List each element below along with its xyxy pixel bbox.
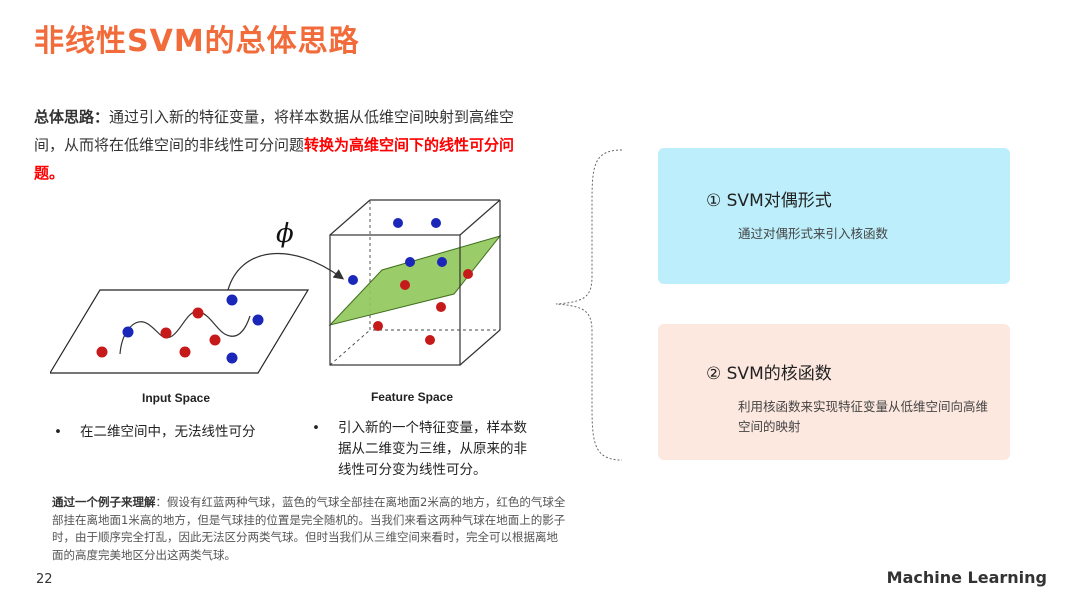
brand-label: Machine Learning xyxy=(886,568,1047,587)
blue-point xyxy=(431,218,441,228)
nonlinear-boundary xyxy=(119,311,251,355)
red-point xyxy=(160,327,172,339)
page-title: 非线性SVM的总体思路 xyxy=(34,24,360,59)
cube-edge xyxy=(329,329,371,366)
blue-point xyxy=(122,326,134,338)
input-space-label: Input Space xyxy=(142,391,210,405)
bullet-text: 在二维空间中，无法线性可分 xyxy=(80,424,256,440)
page-number: 22 xyxy=(36,572,53,587)
feature-space-label: Feature Space xyxy=(371,390,453,404)
cube-edge xyxy=(329,199,371,236)
card-svm-kernel: ② SVM的核函数 利用核函数来实现特征变量从低维空间向高维空间的映射 xyxy=(658,324,1010,460)
mapping-diagram: ϕ Input Space Feature Space xyxy=(50,199,502,405)
bullet-text: 引入新的一个特征变量，样本数据从二维变为三维，从原来的非线性可分变为线性可分。 xyxy=(338,420,527,478)
cube-edge xyxy=(459,199,501,236)
bullet-dot: • xyxy=(312,420,320,436)
red-point xyxy=(96,346,108,358)
example-paragraph: 通过一个例子来理解：假设有红蓝两种气球，蓝色的气球全部挂在离地面2米高的地方，红… xyxy=(52,494,567,564)
summary-highlight: 转换为高维空间下的线性可分问题。 xyxy=(34,136,515,182)
blue-point xyxy=(348,275,358,285)
blue-point xyxy=(393,218,403,228)
summary-text: 通过引入新的特征变量，将样本数据从低维空间映射到高维空间，从而将在低维空间的非线… xyxy=(34,108,515,154)
card-heading: ① SVM对偶形式 xyxy=(706,191,832,211)
blue-point xyxy=(437,257,447,267)
red-point xyxy=(179,346,191,358)
red-point xyxy=(400,280,410,290)
red-point xyxy=(425,335,435,345)
bullet-input-space: • 在二维空间中，无法线性可分 xyxy=(54,422,284,443)
curly-brace xyxy=(555,149,623,461)
blue-point xyxy=(252,314,264,326)
bullet-dot: • xyxy=(54,424,62,440)
blue-point xyxy=(226,294,238,306)
red-point xyxy=(463,269,473,279)
blue-point xyxy=(226,352,238,364)
phi-symbol: ϕ xyxy=(276,219,294,249)
red-point xyxy=(436,302,446,312)
cube-edge xyxy=(459,329,501,366)
red-point xyxy=(209,334,221,346)
summary-lead: 总体思路： xyxy=(34,108,110,126)
red-point xyxy=(373,321,383,331)
card-body: 通过对偶形式来引入核函数 xyxy=(738,226,889,241)
example-text: ：假设有红蓝两种气球，蓝色的气球全部挂在离地面2米高的地方，红色的气球全部挂在离… xyxy=(52,495,566,562)
example-lead: 通过一个例子来理解 xyxy=(52,495,156,509)
mapping-arrow xyxy=(227,252,345,291)
blue-point xyxy=(405,257,415,267)
card-heading: ② SVM的核函数 xyxy=(706,364,832,384)
card-svm-dual: ① SVM对偶形式 通过对偶形式来引入核函数 xyxy=(658,148,1010,284)
input-plane xyxy=(50,289,310,374)
cube-front-face xyxy=(329,234,461,366)
bullet-feature-space: • 引入新的一个特征变量，样本数据从二维变为三维，从原来的非线性可分变为线性可分… xyxy=(312,418,540,481)
red-point xyxy=(192,307,204,319)
card-body: 利用核函数来实现特征变量从低维空间向高维空间的映射 xyxy=(738,399,989,434)
summary-paragraph: 总体思路：通过引入新的特征变量，将样本数据从低维空间映射到高维空间，从而将在低维… xyxy=(34,103,534,187)
